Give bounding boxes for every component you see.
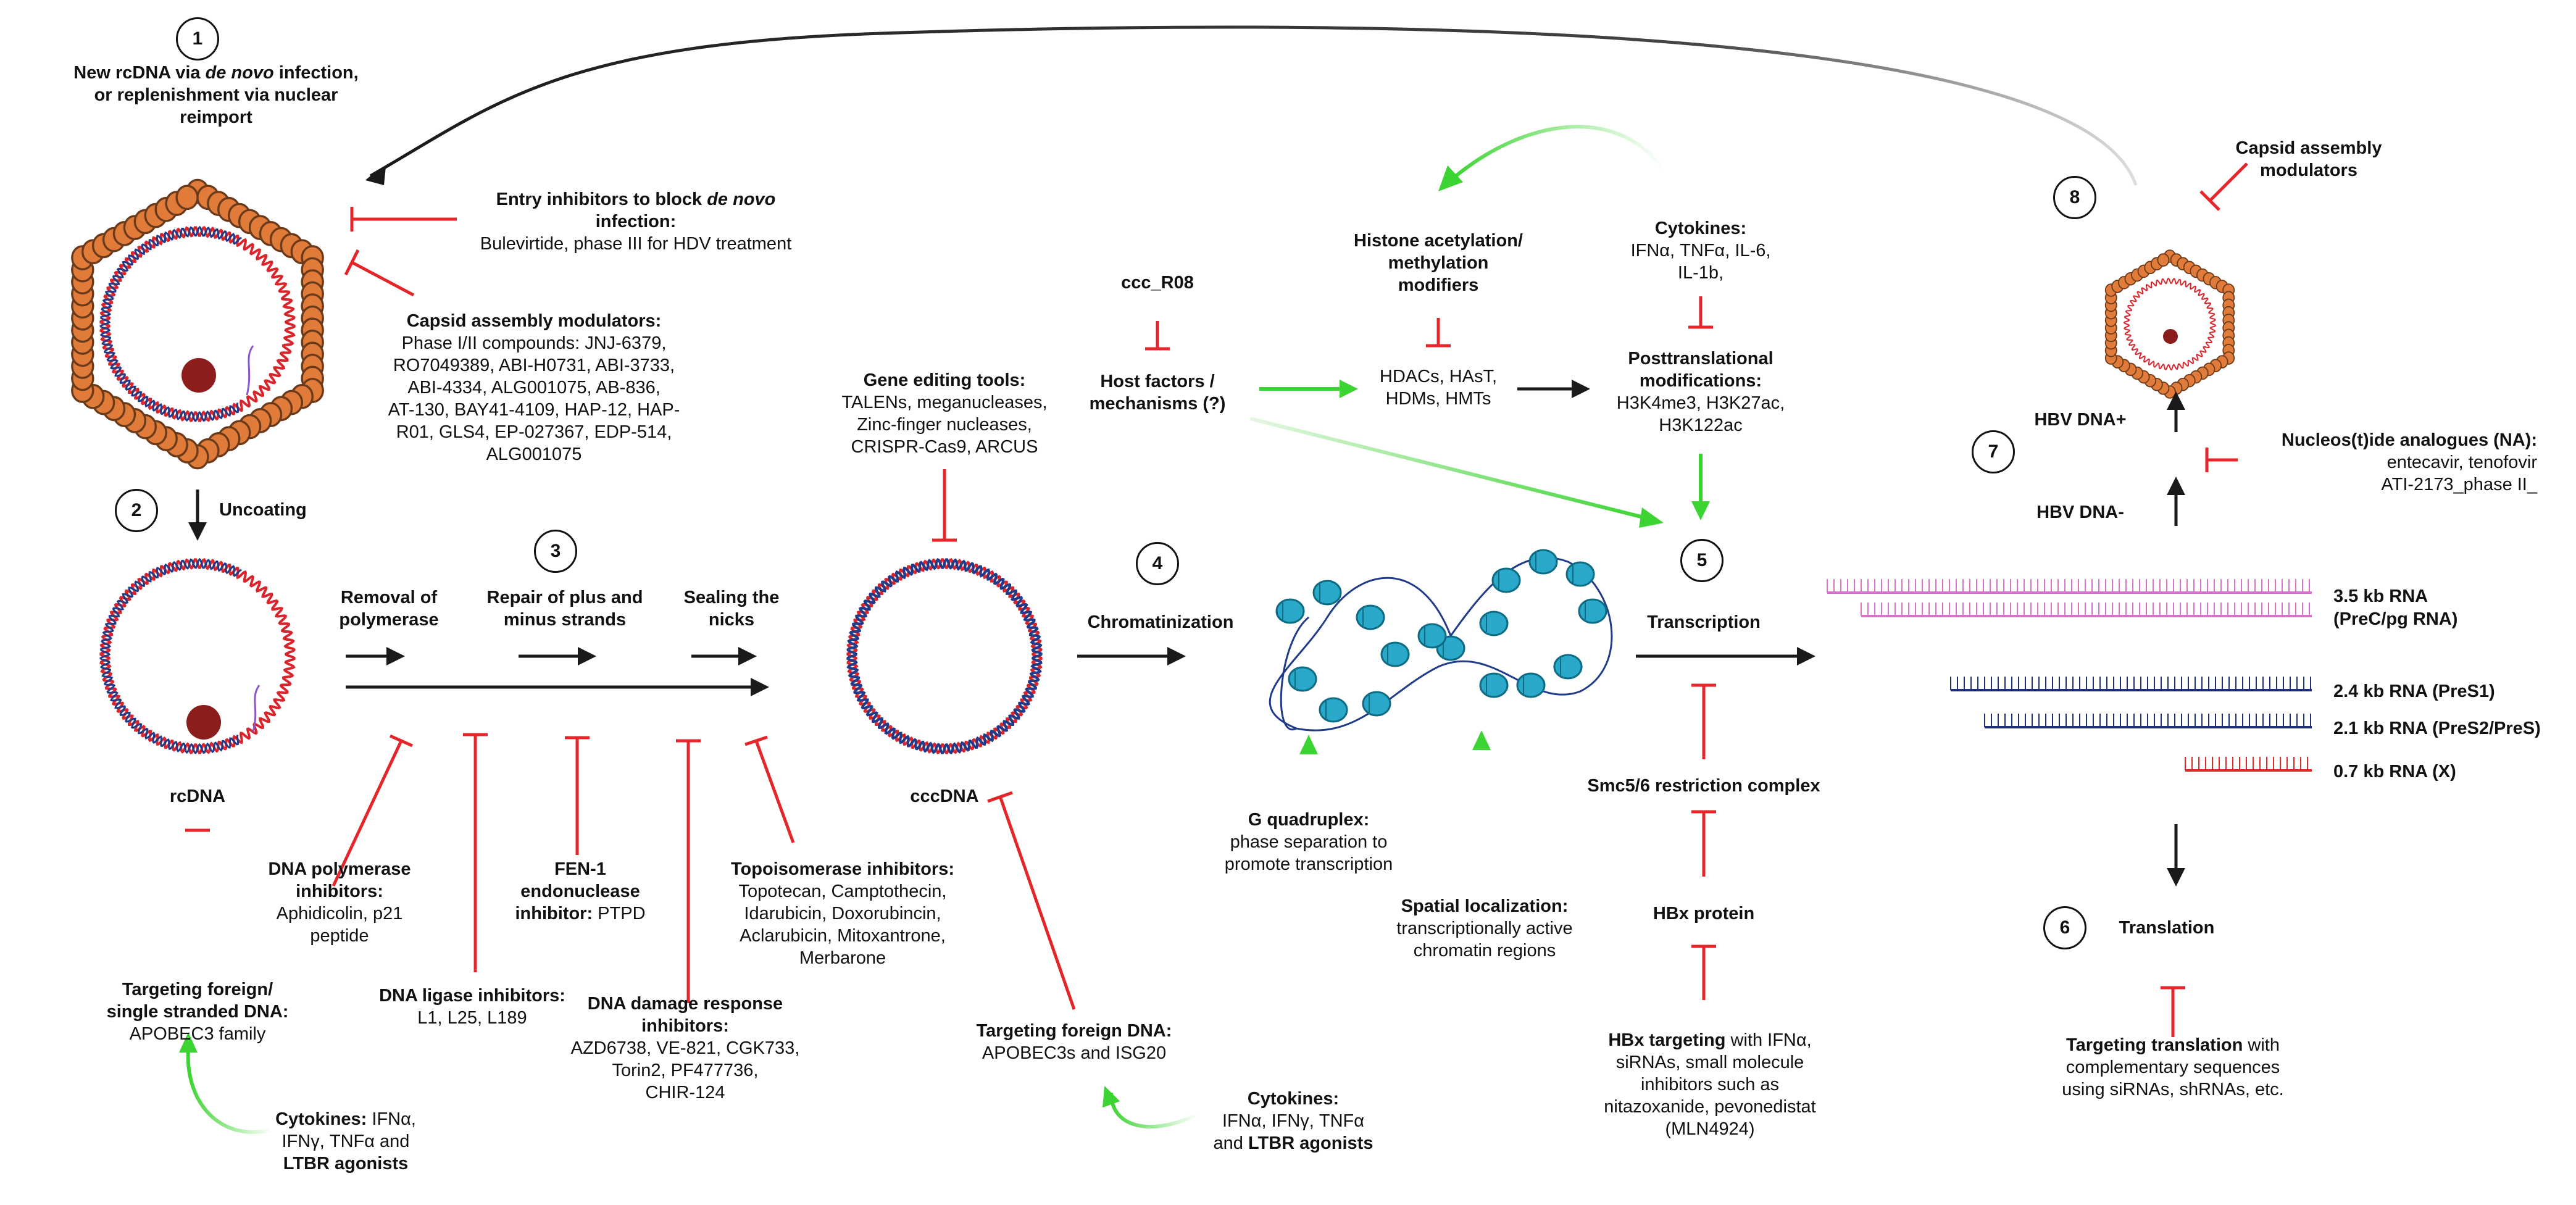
translation-label: Translation (2119, 918, 2215, 938)
nucleosome (1288, 666, 1317, 692)
hbx-targeting: HBx targeting with IFNα, siRNAs, small m… (1604, 1030, 1816, 1139)
rna-primer (252, 685, 261, 732)
nucleosome (1417, 623, 1447, 649)
rcdna-label: rcDNA (169, 786, 226, 806)
capsid-subunit (175, 185, 199, 211)
step-8-number: 8 (2053, 176, 2096, 219)
nucleosome (1516, 672, 1546, 698)
nucleosome (1312, 580, 1342, 606)
step-7-number: 7 (1972, 430, 2015, 473)
nucleosome (1565, 561, 1595, 587)
step-4-number: 4 (1136, 542, 1179, 585)
capsid-8 (2104, 249, 2235, 399)
promote-arrows (179, 125, 1710, 1134)
step-1-number: 1 (176, 17, 219, 60)
rna-label-2-1kb: 2.1 kb RNA (PreS2/PreS) (2333, 719, 2541, 738)
dna-strand-blue (846, 558, 1043, 754)
nucleosome (1479, 611, 1509, 636)
dna-strand-blue (99, 557, 242, 754)
hbv-dna-minus: HBV DNA- (2036, 502, 2124, 522)
chromatinization-label: Chromatinization (1087, 612, 1234, 632)
rna-transcripts (1827, 579, 2312, 772)
capsid-subunit (2157, 253, 2170, 267)
hbv-dna-plus: HBV DNA+ (2034, 410, 2127, 430)
dna-strand-red (2124, 278, 2216, 370)
host-factors: Host factors /mechanisms (?) (1089, 372, 1226, 414)
smc56-complex: Smc5/6 restriction complex (1587, 776, 1820, 796)
step-3-number: 3 (534, 530, 577, 573)
hbx-protein: HBx protein (1653, 904, 1755, 924)
hdacs: HDACs, HAsT,HDMs, HMTs (1379, 367, 1498, 409)
translation-targeting: Targeting translation with complementary… (2062, 1035, 2284, 1099)
transcription-label: Transcription (1647, 612, 1761, 632)
nucleosome (1491, 567, 1521, 593)
rna-label-pregenomic: (PreC/pg RNA) (2333, 609, 2458, 629)
step-6-number: 6 (2043, 906, 2086, 949)
spatial-localization: Spatial localization:transcriptionally a… (1396, 896, 1573, 961)
nucleosome (1356, 604, 1385, 630)
rna-label-0-7kb: 0.7 kb RNA (X) (2333, 762, 2456, 782)
step-5-number: 5 (1680, 539, 1724, 582)
nucleosome (1275, 598, 1305, 624)
targeting-foreign-ss-dna: Targeting foreign/single stranded DNA: A… (106, 980, 289, 1044)
chromatin (1269, 549, 1613, 732)
reimport-arc (369, 25, 2138, 186)
nucleosome (1479, 672, 1509, 698)
nucleosome (1578, 598, 1607, 624)
dna-ligase-inhibitors: DNA ligase inhibitors:L1, L25, L189 (379, 986, 565, 1028)
process-arrows (188, 380, 2185, 886)
capsid-assembly-modulators: Capsid assembly modulators: Phase I/II c… (388, 311, 680, 464)
rna-label-3-5kb: 3.5 kb RNA (2333, 586, 2428, 606)
uncoating-label: Uncoating (219, 500, 307, 520)
inhibition-bars (185, 162, 2248, 1037)
cccdna-label: cccDNA (910, 786, 979, 806)
polymerase (186, 705, 221, 740)
cytokines-2: Cytokines:IFNα, IFNγ, TNFα and LTBR agon… (1213, 1089, 1373, 1153)
rcdna-circle (99, 557, 296, 754)
nucleosome (1380, 641, 1410, 667)
rna-primer (246, 345, 254, 396)
ccc-r08: ccc_R08 (1121, 273, 1194, 293)
polymerase (2163, 329, 2178, 344)
dna-strand-blue (99, 225, 242, 422)
cccdna-circle (846, 558, 1043, 754)
nucleosome (1319, 697, 1348, 723)
step-1-caption: New rcDNA via de novo infection, or repl… (73, 63, 359, 127)
entry-inhibitors: Entry inhibitors to block de novo infect… (480, 190, 792, 254)
nucleotide-analogues: Nucleos(t)ide analogues (NA):entecavir, … (2281, 430, 2537, 494)
topoisomerase-inhibitors: Topoisomerase inhibitors: Topotecan, Cam… (730, 859, 954, 968)
polymerase (181, 358, 216, 393)
capsid-1 (71, 178, 324, 470)
targeting-foreign-dna: Targeting foreign DNA:APOBEC3s and ISG20 (976, 1021, 1172, 1063)
nucleosome (1362, 691, 1391, 717)
nucleosome (1528, 549, 1558, 575)
step-2-number: 2 (115, 489, 158, 532)
chromatin-fiber (1269, 557, 1613, 732)
rna-label-2-4kb: 2.4 kb RNA (PreS1) (2333, 682, 2495, 701)
cytokines-3: Cytokines:IFNα, TNFα, IL-6,IL-1b, (1630, 219, 1771, 283)
gene-editing-tools: Gene editing tools: TALENs, meganuclease… (841, 370, 1048, 457)
nucleosome (1553, 654, 1583, 680)
